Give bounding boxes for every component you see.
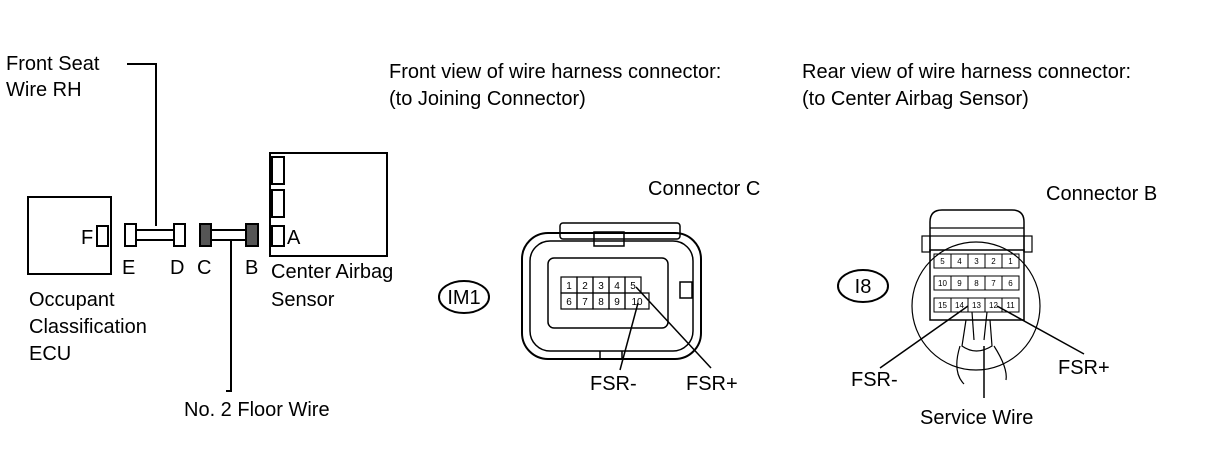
connector-b-side-tab-left <box>921 235 931 253</box>
connector-b-top-housing <box>929 209 1025 252</box>
service-wire-tail-left <box>956 345 965 385</box>
fsr-plus-leader-c <box>635 286 712 369</box>
pin-label-c1: 1 <box>566 281 572 292</box>
connector-b-body <box>929 249 1025 321</box>
pin-label-b3: 3 <box>974 257 979 266</box>
connector-d <box>173 223 186 247</box>
occupant-classification-ecu-box <box>27 196 112 275</box>
connector-code-i8: I8 <box>855 276 872 298</box>
rear-view-connector-b: Rear view of wire harness connector: (to… <box>802 61 1157 429</box>
sensor-connector-slot-1 <box>271 156 285 185</box>
pin-label-b13: 13 <box>972 301 981 310</box>
connector-b-pin-row-3: 15 14 13 12 11 <box>933 297 1020 313</box>
connector-c-inner-housing <box>529 240 694 352</box>
connector-c-outer-housing <box>521 232 702 360</box>
connector-b-letter: B <box>245 257 258 279</box>
fsr-plus-label-c: FSR+ <box>686 373 738 395</box>
front-seat-wire-leader <box>127 63 157 226</box>
service-wire-sleeve <box>961 319 993 352</box>
connector-b-side-tab-right <box>1023 235 1033 253</box>
sensor-connector-slot-2 <box>271 189 285 218</box>
front-view-connector-c: Front view of wire harness connector: (t… <box>389 61 760 395</box>
connector-c-pin-row-bottom: 6 7 8 9 10 <box>560 292 650 310</box>
service-wire-tail-right <box>993 345 1007 381</box>
rear-view-title-line2: (to Center Airbag Sensor) <box>802 88 1029 110</box>
fsr-minus-label-c: FSR- <box>590 373 637 395</box>
pin-label-b7: 7 <box>991 279 996 288</box>
ecu-label-line1: Occupant <box>29 289 115 311</box>
connector-c-pin-area <box>547 257 669 329</box>
connector-code-badge <box>438 280 490 314</box>
connector-c-pin-row-top: 1 2 3 4 5 <box>560 276 642 294</box>
pin-label-b2: 2 <box>991 257 996 266</box>
connector-c-latch <box>593 231 625 247</box>
front-view-title-line2: (to Joining Connector) <box>389 88 586 110</box>
connector-b-pin-row-1: 5 4 3 2 1 <box>933 253 1020 269</box>
connector-f <box>96 225 109 247</box>
pin-label-b11: 11 <box>1006 301 1015 310</box>
pin-label-c2: 2 <box>582 281 588 292</box>
connector-b-detail-circle <box>911 241 1041 371</box>
pin-cell-b1 <box>1001 253 1020 269</box>
pin-label-c7: 7 <box>582 297 588 308</box>
connector-c <box>199 223 212 247</box>
pin-label-b10: 10 <box>938 279 947 288</box>
service-wire-bundle <box>956 311 1007 398</box>
connector-code-im1: IM1 <box>447 287 480 309</box>
fsr-minus-label-b: FSR- <box>851 369 898 391</box>
pin-label-b1: 1 <box>1008 257 1013 266</box>
fsr-plus-leader-b <box>996 305 1085 355</box>
pin-label-c9: 9 <box>614 297 620 308</box>
pin-label-b6: 6 <box>1008 279 1013 288</box>
connector-f-letter: F <box>81 227 93 249</box>
connector-c-letter: C <box>197 257 211 279</box>
connector-b <box>245 223 259 247</box>
rear-view-title-line1: Rear view of wire harness connector: <box>802 61 1131 83</box>
connector-c-lock-tab <box>559 222 681 240</box>
sensor-label-line2: Sensor <box>271 289 335 311</box>
pin-label-b14: 14 <box>955 301 964 310</box>
connector-c-key-slot <box>679 281 693 299</box>
service-wire-label: Service Wire <box>920 407 1033 429</box>
pin-label-c10: 10 <box>631 297 643 308</box>
pin-label-c8: 8 <box>598 297 604 308</box>
sensor-label-line1: Center Airbag <box>271 261 393 283</box>
pin-label-b8: 8 <box>974 279 979 288</box>
connector-a-letter: A <box>287 227 301 249</box>
connector-a <box>271 225 285 247</box>
pin-label-c4: 4 <box>614 281 620 292</box>
pin-cell-b11 <box>1001 297 1020 313</box>
connector-b-pin-row-2: 10 9 8 7 6 <box>933 275 1020 291</box>
ecu-label-line2: Classification <box>29 316 147 338</box>
front-seat-wire-label-line1: Front Seat <box>6 53 100 75</box>
ecu-label-line3: ECU <box>29 343 71 365</box>
service-wire-strand-1 <box>971 311 975 341</box>
pin-label-b9: 9 <box>957 279 962 288</box>
connector-d-letter: D <box>170 257 184 279</box>
floor-wire-leader <box>226 240 232 392</box>
pin-label-b4: 4 <box>957 257 962 266</box>
pin-label-b12: 12 <box>989 301 998 310</box>
front-view-title-line1: Front view of wire harness connector: <box>389 61 721 83</box>
pin-label-b15: 15 <box>938 301 947 310</box>
front-seat-wire-label-line2: Wire RH <box>6 79 82 101</box>
wiring-overview: Front Seat Wire RH F E D C No. 2 Floor W… <box>6 53 393 421</box>
pin-cell-b6 <box>1001 275 1020 291</box>
connector-e-letter: E <box>122 257 135 279</box>
connector-c-name: Connector C <box>648 178 760 200</box>
service-wire-strand-2 <box>983 311 988 341</box>
floor-wire-label: No. 2 Floor Wire <box>184 399 330 421</box>
pin-label-c3: 3 <box>598 281 604 292</box>
connector-e <box>124 223 137 247</box>
pin-label-b5: 5 <box>940 257 945 266</box>
fsr-minus-leader-c <box>619 302 639 371</box>
pin-label-c5: 5 <box>630 281 636 292</box>
connector-b-name: Connector B <box>1046 183 1157 205</box>
pin-label-c6: 6 <box>566 297 572 308</box>
connector-code-badge <box>837 269 889 303</box>
fsr-minus-leader-b <box>879 305 969 369</box>
fsr-plus-label-b: FSR+ <box>1058 357 1110 379</box>
center-airbag-sensor-box <box>269 152 388 257</box>
